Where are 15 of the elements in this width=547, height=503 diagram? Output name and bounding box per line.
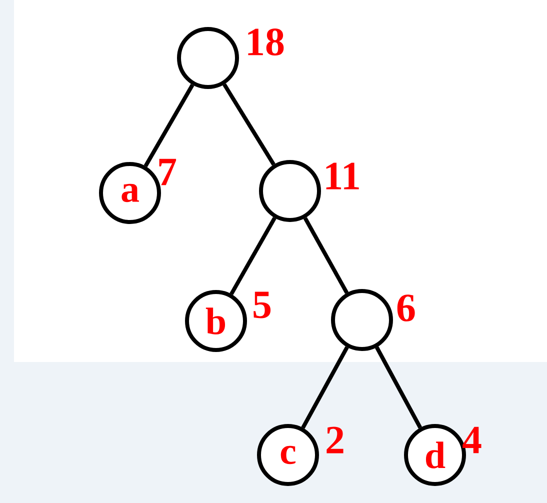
tree-node-circle	[259, 160, 321, 222]
weight-label: 5	[254, 292, 271, 318]
tree-edge	[144, 84, 194, 168]
weight-label: 11	[326, 162, 359, 190]
tree-node-circle	[177, 27, 239, 89]
tree-edge	[222, 83, 276, 166]
weight-label: 2	[326, 426, 344, 454]
weight-label: 18	[248, 28, 284, 56]
tree-edge	[374, 346, 422, 429]
weight-label: 6	[397, 294, 415, 322]
weight-label: 7	[159, 158, 176, 186]
tree-edge	[303, 217, 349, 294]
tree-edge	[230, 216, 276, 296]
tree-node-circle	[331, 289, 393, 351]
tree-edge	[301, 346, 349, 429]
